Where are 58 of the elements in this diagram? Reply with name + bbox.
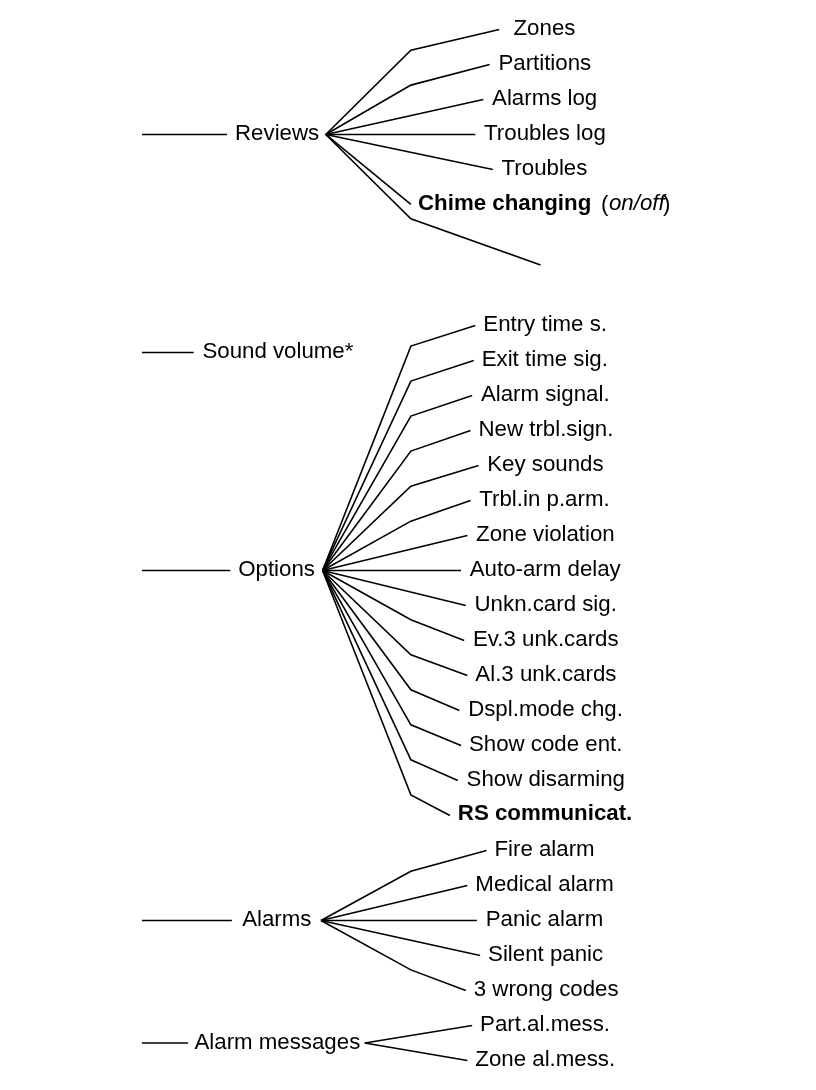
connector [324,133,494,171]
node-text: Silent panic [487,941,603,967]
node-text: Sound volume* [201,338,353,364]
node-text: Show code ent. [468,731,622,757]
node-text: Unkn.card sig. [474,591,617,617]
node-text: Alarm signal. [480,381,610,407]
node-text: Exit time sig. [481,346,608,372]
node-text: Troubles log [483,120,606,146]
node-text: Alarms [241,906,311,932]
node-text: Entry time s. [482,311,607,337]
node-text: Fire alarm [493,836,595,862]
connector [324,133,541,266]
connector [140,351,194,354]
node-text: Reviews [234,120,319,146]
connector [363,1042,468,1062]
connector [321,569,451,817]
connector [140,569,231,572]
node-text: Options [237,556,315,582]
node-text: Zone violation [475,521,615,547]
node-text: Trbl.in p.arm. [478,486,610,512]
connector [321,569,465,642]
connector [140,133,228,136]
node-text: 3 wrong codes [473,976,619,1002]
node-text: Al.3 unk.cards [474,661,616,687]
node-text: Show disarming [466,766,625,792]
connector [324,98,484,136]
connector [319,919,467,992]
node-text: RS communicat. [457,799,632,825]
node-text: Medical alarm [474,871,614,897]
connector [321,569,462,747]
node-text: Part.al.mess. [479,1011,610,1037]
connector [140,919,233,922]
connector [321,569,467,607]
node-text: Alarm messages [193,1028,360,1054]
connector [324,28,500,136]
node-text: Key sounds [486,451,604,477]
connector [321,429,471,572]
connector [319,849,487,922]
connector [321,569,468,677]
node-text: Zone al.mess. [474,1046,615,1072]
node-text: Partitions [497,50,591,76]
connector [324,63,490,136]
connector [321,534,468,572]
connector [321,394,473,572]
node-text: Dspl.mode chg. [467,696,623,722]
connector [321,499,471,572]
node-text: Zones [513,15,575,41]
connector [140,1042,189,1044]
connector [319,884,468,922]
connector [363,1024,473,1044]
node-text: Alarms log [491,85,597,111]
node-text: Ev.3 unk.cards [472,626,619,652]
node-text: Chime changing (on/off) [417,189,671,217]
node-text: Troubles [501,155,587,181]
node-text: New trbl.sign. [478,416,613,442]
connector [321,464,479,572]
node-text: Panic alarm [485,906,603,932]
node-text: Auto-arm delay [469,556,621,582]
